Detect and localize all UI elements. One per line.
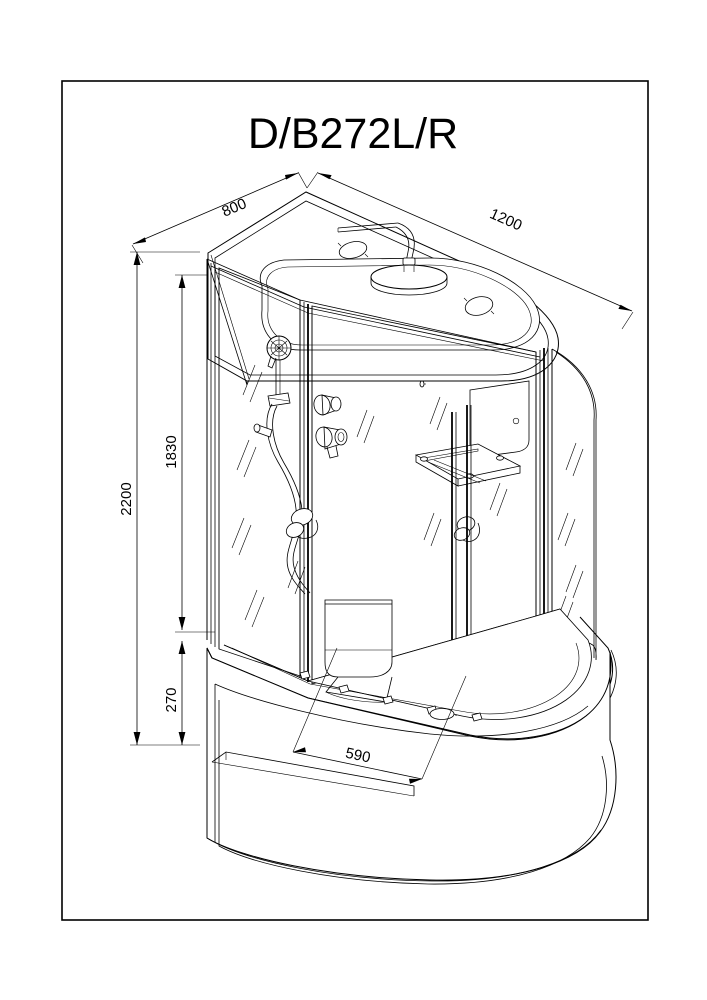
diverter-valve <box>315 426 348 459</box>
page-title: D/B272L/R <box>248 110 458 158</box>
dimension-270: 270 <box>163 641 186 745</box>
dimension-label-2200: 2200 <box>118 482 135 515</box>
mixer-valve <box>313 394 342 416</box>
mirror-panel <box>469 380 530 459</box>
door-handle <box>419 380 426 388</box>
dimension-label-590: 590 <box>344 745 372 767</box>
roof-vent-right <box>463 296 495 316</box>
hand-shower-assembly <box>253 335 319 595</box>
seat <box>324 599 393 703</box>
dimension-lines: 800 1200 2200 1830 <box>118 171 634 746</box>
top-frame-bar <box>206 258 545 362</box>
shower-head-disc <box>370 264 448 290</box>
drawing-border <box>61 80 649 921</box>
frame-post-right <box>535 348 553 632</box>
rain-shower-head <box>337 222 448 296</box>
hand-shower <box>266 335 292 369</box>
dimension-2200: 2200 <box>118 251 200 746</box>
dimension-1830: 1830 <box>163 274 215 633</box>
body-jet <box>453 516 480 542</box>
shelf <box>414 443 522 487</box>
roof-canopy <box>207 191 559 386</box>
dimension-590: 590 <box>292 647 467 784</box>
glass-reflection-marks <box>231 364 265 628</box>
drain <box>429 708 455 720</box>
hand-shower-cup <box>285 508 319 539</box>
roof-vent-left <box>337 241 369 259</box>
front-apron <box>206 647 617 885</box>
dimension-label-1830: 1830 <box>163 435 180 468</box>
dimension-label-270: 270 <box>163 687 180 712</box>
